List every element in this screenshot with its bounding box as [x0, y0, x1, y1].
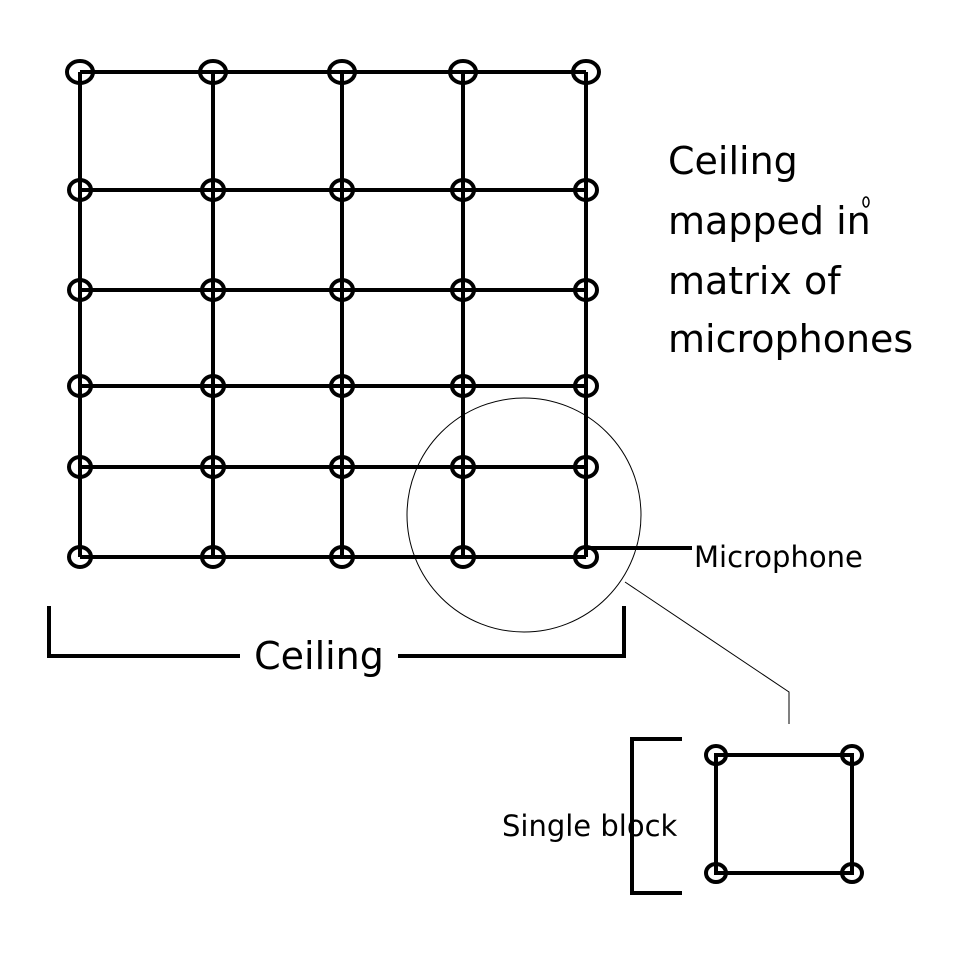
microphone-node [573, 178, 599, 202]
microphone-node [329, 178, 355, 202]
microphone-nodes [65, 59, 601, 569]
single-block [714, 753, 854, 875]
microphone-node [450, 178, 476, 202]
microphone-node [840, 744, 864, 766]
microphone-node [450, 545, 476, 569]
microphone-node [329, 455, 355, 479]
microphone-node [571, 59, 601, 85]
microphone-node [450, 374, 476, 398]
microphone-node [200, 374, 226, 398]
callout-line [624, 581, 790, 724]
microphone-node [200, 178, 226, 202]
title-line: mapped in [668, 199, 871, 243]
zoom-circle [406, 397, 642, 633]
microphone-node [65, 59, 95, 85]
microphone-node [200, 545, 226, 569]
microphone-node [573, 278, 599, 302]
ceiling-label: Ceiling [254, 634, 384, 678]
ceiling-bracket-right [398, 606, 626, 658]
microphone-node [450, 278, 476, 302]
title-line: matrix of [668, 259, 842, 303]
microphone-node [67, 374, 93, 398]
microphone-node [329, 278, 355, 302]
microphone-node [704, 862, 728, 884]
microphone-node [448, 59, 478, 85]
microphone-label: Microphone [694, 540, 863, 574]
microphone-node [200, 455, 226, 479]
ceiling-bracket-left [47, 606, 240, 658]
single-block-bracket [630, 737, 682, 895]
microphone-node [67, 545, 93, 569]
microphone-grid [78, 70, 588, 559]
single-block-nodes [704, 744, 864, 884]
microphone-node [840, 862, 864, 884]
microphone-node [704, 744, 728, 766]
microphone-node [329, 545, 355, 569]
microphone-node [67, 178, 93, 202]
microphone-node [198, 59, 228, 85]
microphone-node [329, 374, 355, 398]
microphone-node [327, 59, 357, 85]
microphone-node [573, 455, 599, 479]
ink-mark [862, 196, 870, 208]
microphone-node [450, 455, 476, 479]
microphone-node [200, 278, 226, 302]
single-block-label: Single block [502, 809, 678, 843]
diagram-title: Ceiling mapped in matrix of microphones [668, 139, 913, 361]
microphone-node [573, 374, 599, 398]
single-block-square [714, 753, 854, 875]
title-line: microphones [668, 317, 913, 361]
microphone-node [67, 278, 93, 302]
title-line: Ceiling [668, 139, 798, 183]
microphone-node [67, 455, 93, 479]
